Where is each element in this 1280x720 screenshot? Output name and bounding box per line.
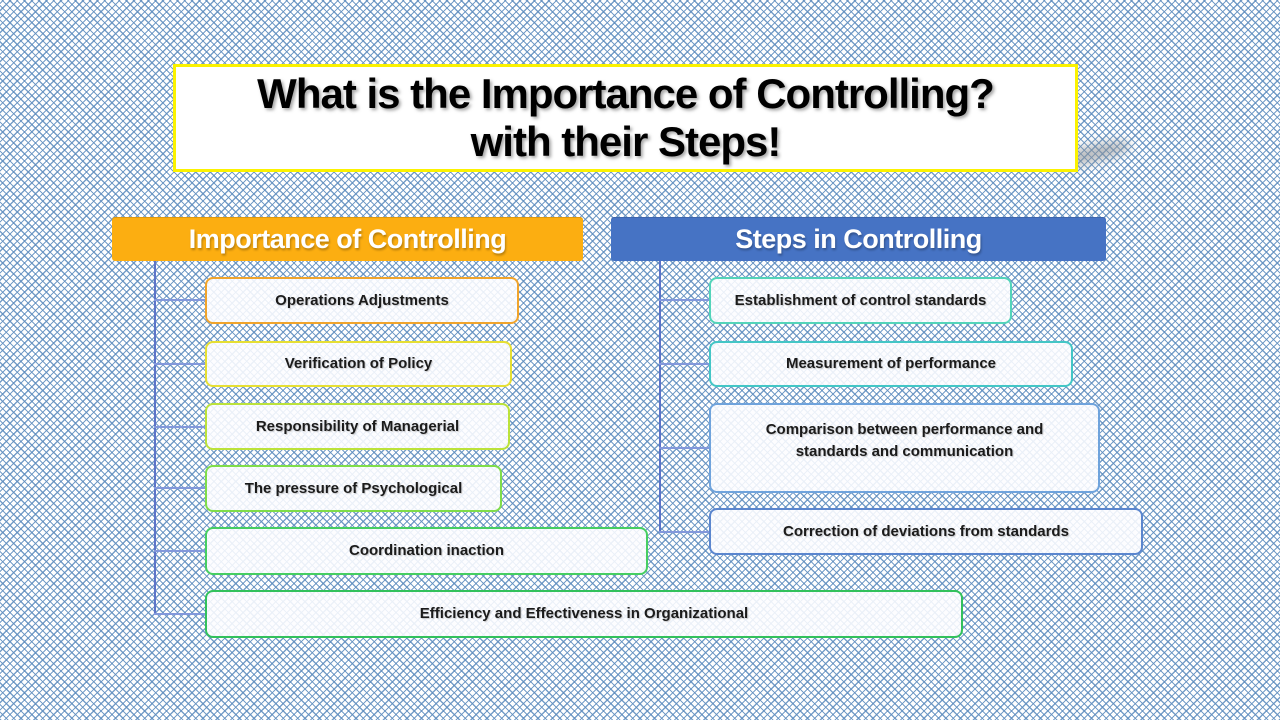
connector-branch: [154, 426, 206, 428]
connector-vertical-left: [154, 261, 156, 614]
connector-branch: [659, 363, 710, 365]
item-label: The pressure of Psychological: [244, 479, 463, 497]
connector-branch: [154, 299, 206, 301]
item-label: Operations Adjustments: [275, 291, 449, 309]
item-label: Measurement of performance: [785, 355, 997, 373]
connector-branch: [154, 613, 206, 615]
header-steps-label: Steps in Controlling: [735, 223, 982, 254]
connector-branch: [154, 487, 206, 489]
steps-item-comparison-performance-standards: Comparison between performance and stand…: [709, 403, 1100, 493]
title-box: What is the Importance of Controlling? w…: [173, 64, 1078, 172]
item-label: Efficiency and Effectiveness in Organiza…: [419, 605, 749, 623]
connector-branch: [154, 550, 206, 552]
connector-vertical-right: [659, 261, 661, 532]
steps-item-correction-of-deviations: Correction of deviations from standards: [709, 508, 1143, 555]
importance-item-coordination-inaction: Coordination inaction: [205, 527, 648, 575]
connector-branch: [659, 299, 710, 301]
title-line-2: with their Steps!: [470, 118, 782, 165]
header-steps-in-controlling: Steps in Controlling: [611, 217, 1106, 261]
importance-item-efficiency-effectiveness: Efficiency and Effectiveness in Organiza…: [205, 590, 963, 638]
connector-branch: [154, 363, 206, 365]
importance-item-operations-adjustments: Operations Adjustments: [205, 277, 519, 324]
header-importance-label: Importance of Controlling: [188, 223, 507, 254]
connector-branch: [659, 531, 710, 533]
importance-item-pressure-of-psychological: The pressure of Psychological: [205, 465, 502, 512]
title-line-1: What is the Importance of Controlling?: [257, 70, 995, 118]
item-label: Responsibility of Managerial: [255, 417, 460, 435]
connector-branch: [659, 447, 710, 449]
item-label: Correction of deviations from standards: [783, 522, 1069, 540]
item-label: Coordination inaction: [349, 542, 504, 560]
header-importance-of-controlling: Importance of Controlling: [112, 217, 583, 261]
item-label: Establishment of control standards: [734, 291, 987, 309]
steps-item-measurement-of-performance: Measurement of performance: [709, 341, 1073, 387]
importance-item-responsibility-of-managerial: Responsibility of Managerial: [205, 403, 510, 450]
steps-item-establishment-of-standards: Establishment of control standards: [709, 277, 1012, 324]
item-label: Comparison between performance and stand…: [765, 421, 1044, 460]
item-label: Verification of Policy: [284, 355, 433, 373]
importance-item-verification-of-policy: Verification of Policy: [205, 341, 512, 387]
